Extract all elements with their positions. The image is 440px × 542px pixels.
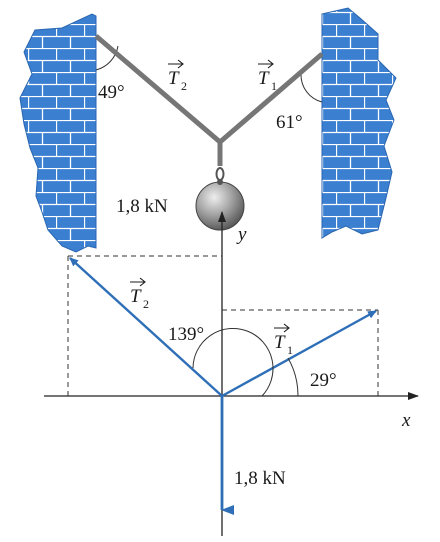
label-vector-t1: T 1: [274, 323, 293, 357]
label-vector-t1-sub: 1: [287, 343, 293, 357]
label-t2-cable-symbol: T: [168, 68, 180, 89]
vector-overarrow-icon: [168, 59, 184, 69]
label-angle-29: 29°: [310, 370, 337, 391]
cable-right: [218, 52, 324, 144]
label-t1-cable-symbol: T: [258, 68, 270, 89]
label-axis-y: y: [236, 224, 247, 245]
vector-t1: [221, 309, 377, 398]
cable-left: [94, 34, 222, 144]
label-angle-left-wall: 49°: [98, 82, 125, 103]
label-vector-t2: T 2: [130, 277, 149, 311]
dashed-component-guides: [67, 255, 379, 396]
label-weight: 1,8 kN: [116, 196, 168, 217]
angle-arc-139: [192, 327, 274, 397]
label-t2-cable-sub: 2: [181, 79, 187, 93]
label-vector-t1-symbol: T: [274, 332, 286, 353]
label-angle-139: 139°: [168, 324, 204, 345]
left-brick-wall: [19, 13, 97, 253]
angle-arc-29: [287, 357, 299, 397]
vector-t2: [69, 257, 223, 397]
vector-overarrow-icon: [130, 277, 146, 287]
angle-arc-right-wall: [300, 73, 323, 103]
vector-overarrow-icon: [274, 323, 290, 333]
vector-overarrow-icon: [258, 59, 274, 69]
label-vector-t2-symbol: T: [130, 286, 142, 307]
label-weight-vector: 1,8 kN: [234, 468, 286, 489]
label-axis-x: x: [401, 410, 411, 431]
right-brick-wall: [321, 7, 397, 239]
hanging-weight: [195, 167, 245, 231]
label-t1-cable-sub: 1: [271, 79, 277, 93]
label-t2-cable: T 2: [168, 59, 187, 93]
label-angle-right-wall: 61°: [276, 112, 303, 133]
label-vector-t2-sub: 2: [143, 297, 149, 311]
angle-arc-left-wall: [95, 45, 119, 71]
label-t1-cable: T 1: [258, 59, 277, 93]
